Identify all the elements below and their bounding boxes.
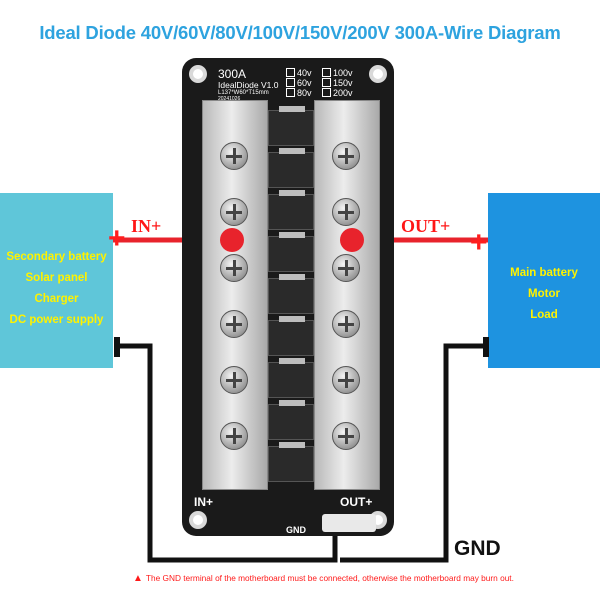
screw-icon	[332, 366, 360, 394]
mosfet	[268, 316, 314, 356]
source-item: DC power supply	[9, 314, 104, 326]
screw-icon	[220, 366, 248, 394]
gnd-label: GND	[454, 537, 501, 560]
source-item: Charger	[34, 293, 79, 305]
source-minus-icon	[114, 337, 120, 357]
mosfet	[268, 400, 314, 440]
diagram-title: Ideal Diode 40V/60V/80V/100V/150V/200V 3…	[39, 22, 561, 43]
ground-wire-right	[340, 343, 485, 563]
board-dimensions: L137*W60*T15mm	[218, 90, 269, 96]
source-box: Secondary battery Solar panel Charger DC…	[0, 193, 113, 368]
mount-hole-icon	[189, 511, 207, 529]
board-out-label: OUT+	[340, 495, 373, 509]
voltage-option: 200v	[322, 88, 353, 98]
screw-icon	[332, 198, 360, 226]
mosfet	[268, 232, 314, 272]
board-model: IdealDiode V1.0	[218, 80, 279, 90]
load-minus-icon	[483, 337, 489, 357]
source-plus-icon: +	[108, 222, 126, 255]
board-in-label: IN+	[194, 495, 214, 509]
load-item: Motor	[528, 288, 560, 300]
source-item: Secondary battery	[6, 251, 107, 263]
out-plus-connection-dot	[340, 228, 364, 252]
source-item: Solar panel	[25, 272, 88, 284]
screw-icon	[332, 310, 360, 338]
mosfet	[268, 148, 314, 188]
load-plus-icon: +	[470, 226, 488, 259]
load-box: Main battery Motor Load	[488, 193, 600, 368]
screw-icon	[332, 142, 360, 170]
mount-hole-icon	[369, 65, 387, 83]
mosfet	[268, 190, 314, 230]
screw-icon	[220, 422, 248, 450]
mosfet	[268, 274, 314, 314]
voltage-option: 80v	[286, 88, 312, 98]
ground-wire-left	[120, 343, 338, 563]
out-plus-label: OUT+	[401, 216, 451, 236]
mount-hole-icon	[189, 65, 207, 83]
voltage-option: 100v	[322, 68, 353, 78]
load-item: Load	[530, 309, 558, 321]
screw-icon	[332, 422, 360, 450]
voltage-option: 60v	[286, 78, 312, 88]
mosfet	[268, 106, 314, 146]
board-rating: 300A	[218, 67, 247, 81]
voltage-option: 150v	[322, 78, 353, 88]
board-serial: 20241026	[218, 96, 241, 102]
mosfet	[268, 442, 314, 482]
voltage-option: 40v	[286, 68, 312, 78]
load-item: Main battery	[510, 267, 578, 279]
warning-text: The GND terminal of the motherboard must…	[145, 573, 514, 583]
screw-icon	[220, 254, 248, 282]
warning-icon: ▲	[133, 573, 143, 584]
in-plus-label: IN+	[131, 216, 162, 236]
warning-note: ▲The GND terminal of the motherboard mus…	[133, 573, 514, 584]
in-plus-connection-dot	[220, 228, 244, 252]
ideal-diode-board: 300A IdealDiode V1.0 L137*W60*T15mm 2024…	[182, 58, 394, 536]
board-gnd-label: GND	[286, 525, 306, 535]
gnd-terminal	[322, 514, 376, 532]
screw-icon	[220, 310, 248, 338]
screw-icon	[220, 198, 248, 226]
screw-icon	[220, 142, 248, 170]
screw-icon	[332, 254, 360, 282]
mosfet	[268, 358, 314, 398]
